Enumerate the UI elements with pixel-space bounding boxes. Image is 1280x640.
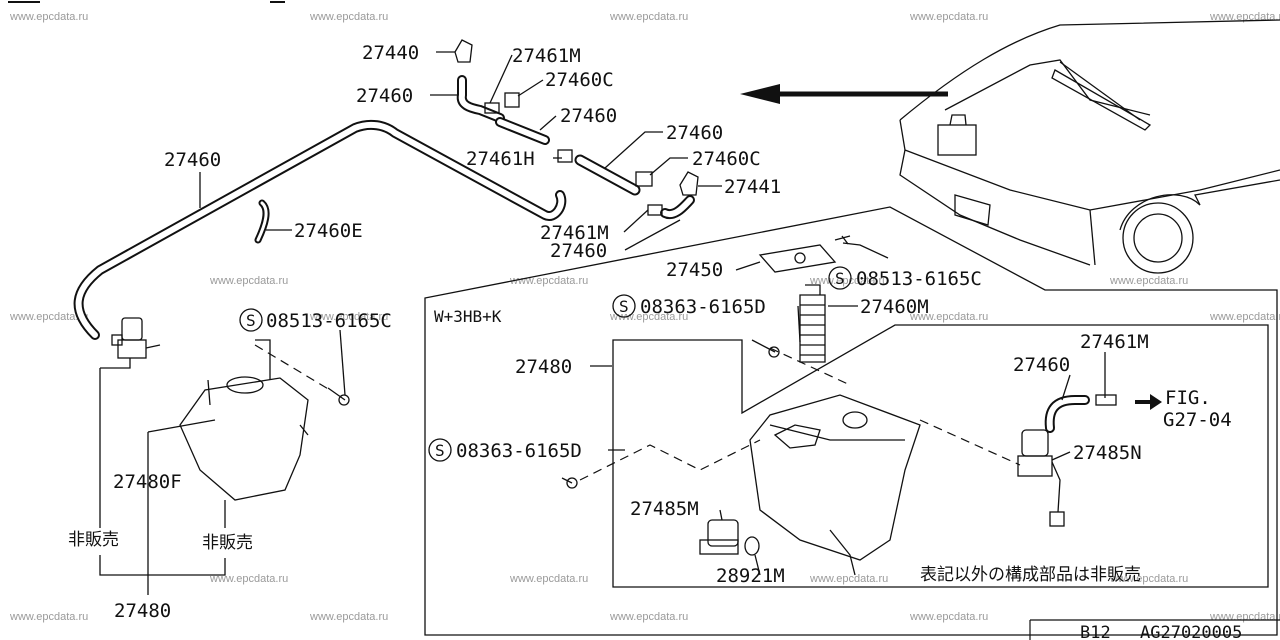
part-label-08363-6165D: 08363-6165D [640,296,766,318]
part-label-28921M: 28921M [716,565,785,587]
part-label-27460C: 27460C [545,69,614,91]
watermark: www.epcdata.ru [609,311,688,323]
watermark: www.epcdata.ru [9,11,88,23]
watermark: www.epcdata.ru [909,311,988,323]
footer: B12 AG27020005 [1029,619,1280,640]
fig-reference: FIG. [1165,387,1211,409]
watermark: www.epcdata.ru [309,11,388,23]
part-label-27460: 27460 [1013,354,1070,376]
part-label-27460: 27460 [666,122,723,144]
part-label-08363-6165D: 08363-6165D [456,440,582,462]
watermark: www.epcdata.ru [909,11,988,23]
not-sold-label: 非販売 [68,530,119,550]
s-symbols: S S S S [239,266,852,462]
s-symbol-icon [239,308,263,332]
s-symbol-icon [428,438,452,462]
not-sold-note: 表記以外の構成部品は非販売 [920,565,1141,585]
direction-arrow [740,84,948,104]
watermark: www.epcdata.ru [1209,311,1280,323]
footer-model: B12 [1080,623,1111,640]
part-label-27485N: 27485N [1073,442,1142,464]
hose-segments-top [254,75,695,244]
pump-27485M [699,519,760,556]
nozzle-27440 [454,39,473,63]
part-label-27460: 27460 [164,149,221,171]
hose-27460-right [1044,394,1117,433]
variant-label: W+3HB+K [434,307,502,326]
part-label-08513-6165C: 08513-6165C [266,310,392,332]
bolt-left [327,387,350,406]
watermark: www.epcdata.ru [9,311,88,323]
part-label-27460M: 27460M [860,296,929,318]
part-label-27461H: 27461H [466,148,535,170]
watermark: www.epcdata.ru [509,573,588,585]
fig-number: G27-04 [1163,409,1232,431]
watermark: www.epcdata.ru [309,611,388,623]
pump-27485N [1017,429,1065,527]
part-label-27460C: 27460C [692,148,761,170]
watermark: www.epcdata.ru [1109,275,1188,287]
part-label-27461M: 27461M [512,45,581,67]
s-symbol-icon [828,266,852,290]
pump-left [117,317,161,359]
nozzle-27441 [679,171,699,196]
watermark: www.epcdata.ru [909,611,988,623]
leader-lines [99,51,1106,595]
tank-27480F [179,339,309,501]
bolts [561,339,780,489]
watermark: www.epcdata.ru [509,275,588,287]
tank-27480 [749,394,921,576]
filler-27460M [799,284,826,363]
bracket-27450 [758,235,851,273]
s-symbol-text: S [619,297,629,316]
part-labels: 27440 27461M 27460C 27460 27460 27460 27… [113,42,1232,622]
part-label-27460: 27460 [550,240,607,262]
part-label-27480F: 27480F [113,471,182,493]
part-label-27460: 27460 [560,105,617,127]
s-symbol-text: S [435,441,445,460]
watermark: www.epcdata.ru [309,311,388,323]
s-symbol-text: S [835,269,845,288]
part-label-27480: 27480 [114,600,171,622]
car-illustration [899,19,1280,274]
part-label-27460: 27460 [356,85,413,107]
watermark: www.epcdata.ru [609,11,688,23]
watermark: www.epcdata.ru [609,611,688,623]
watermark: www.epcdata.ru [209,573,288,585]
s-symbol-text: S [246,311,256,330]
fig-arrow-icon [1135,394,1162,410]
part-label-27440: 27440 [362,42,419,64]
watermark: www.epcdata.ru [809,573,888,585]
s-symbol-icon [612,294,636,318]
not-sold-label: 非販売 [202,533,253,553]
part-label-27461M: 27461M [1080,331,1149,353]
watermark: www.epcdata.ru [209,275,288,287]
watermark: www.epcdata.ru [1209,611,1280,623]
part-label-27450: 27450 [666,259,723,281]
part-label-27461M: 27461M [540,222,609,244]
footer-code: AG27020005 [1140,623,1242,640]
dashed-leaders [254,344,1021,481]
part-label-27441: 27441 [724,176,781,198]
watermark: www.epcdata.ru [1109,573,1188,585]
part-label-27460E: 27460E [294,220,363,242]
part-label-27485M: 27485M [630,498,699,520]
watermark: www.epcdata.ru [9,611,88,623]
hose-27460-main [73,119,567,340]
detail-box [612,324,1269,588]
variant-frame [424,206,1278,636]
part-label-27480: 27480 [515,356,572,378]
part-label-08513-6165C: 08513-6165C [856,268,982,290]
